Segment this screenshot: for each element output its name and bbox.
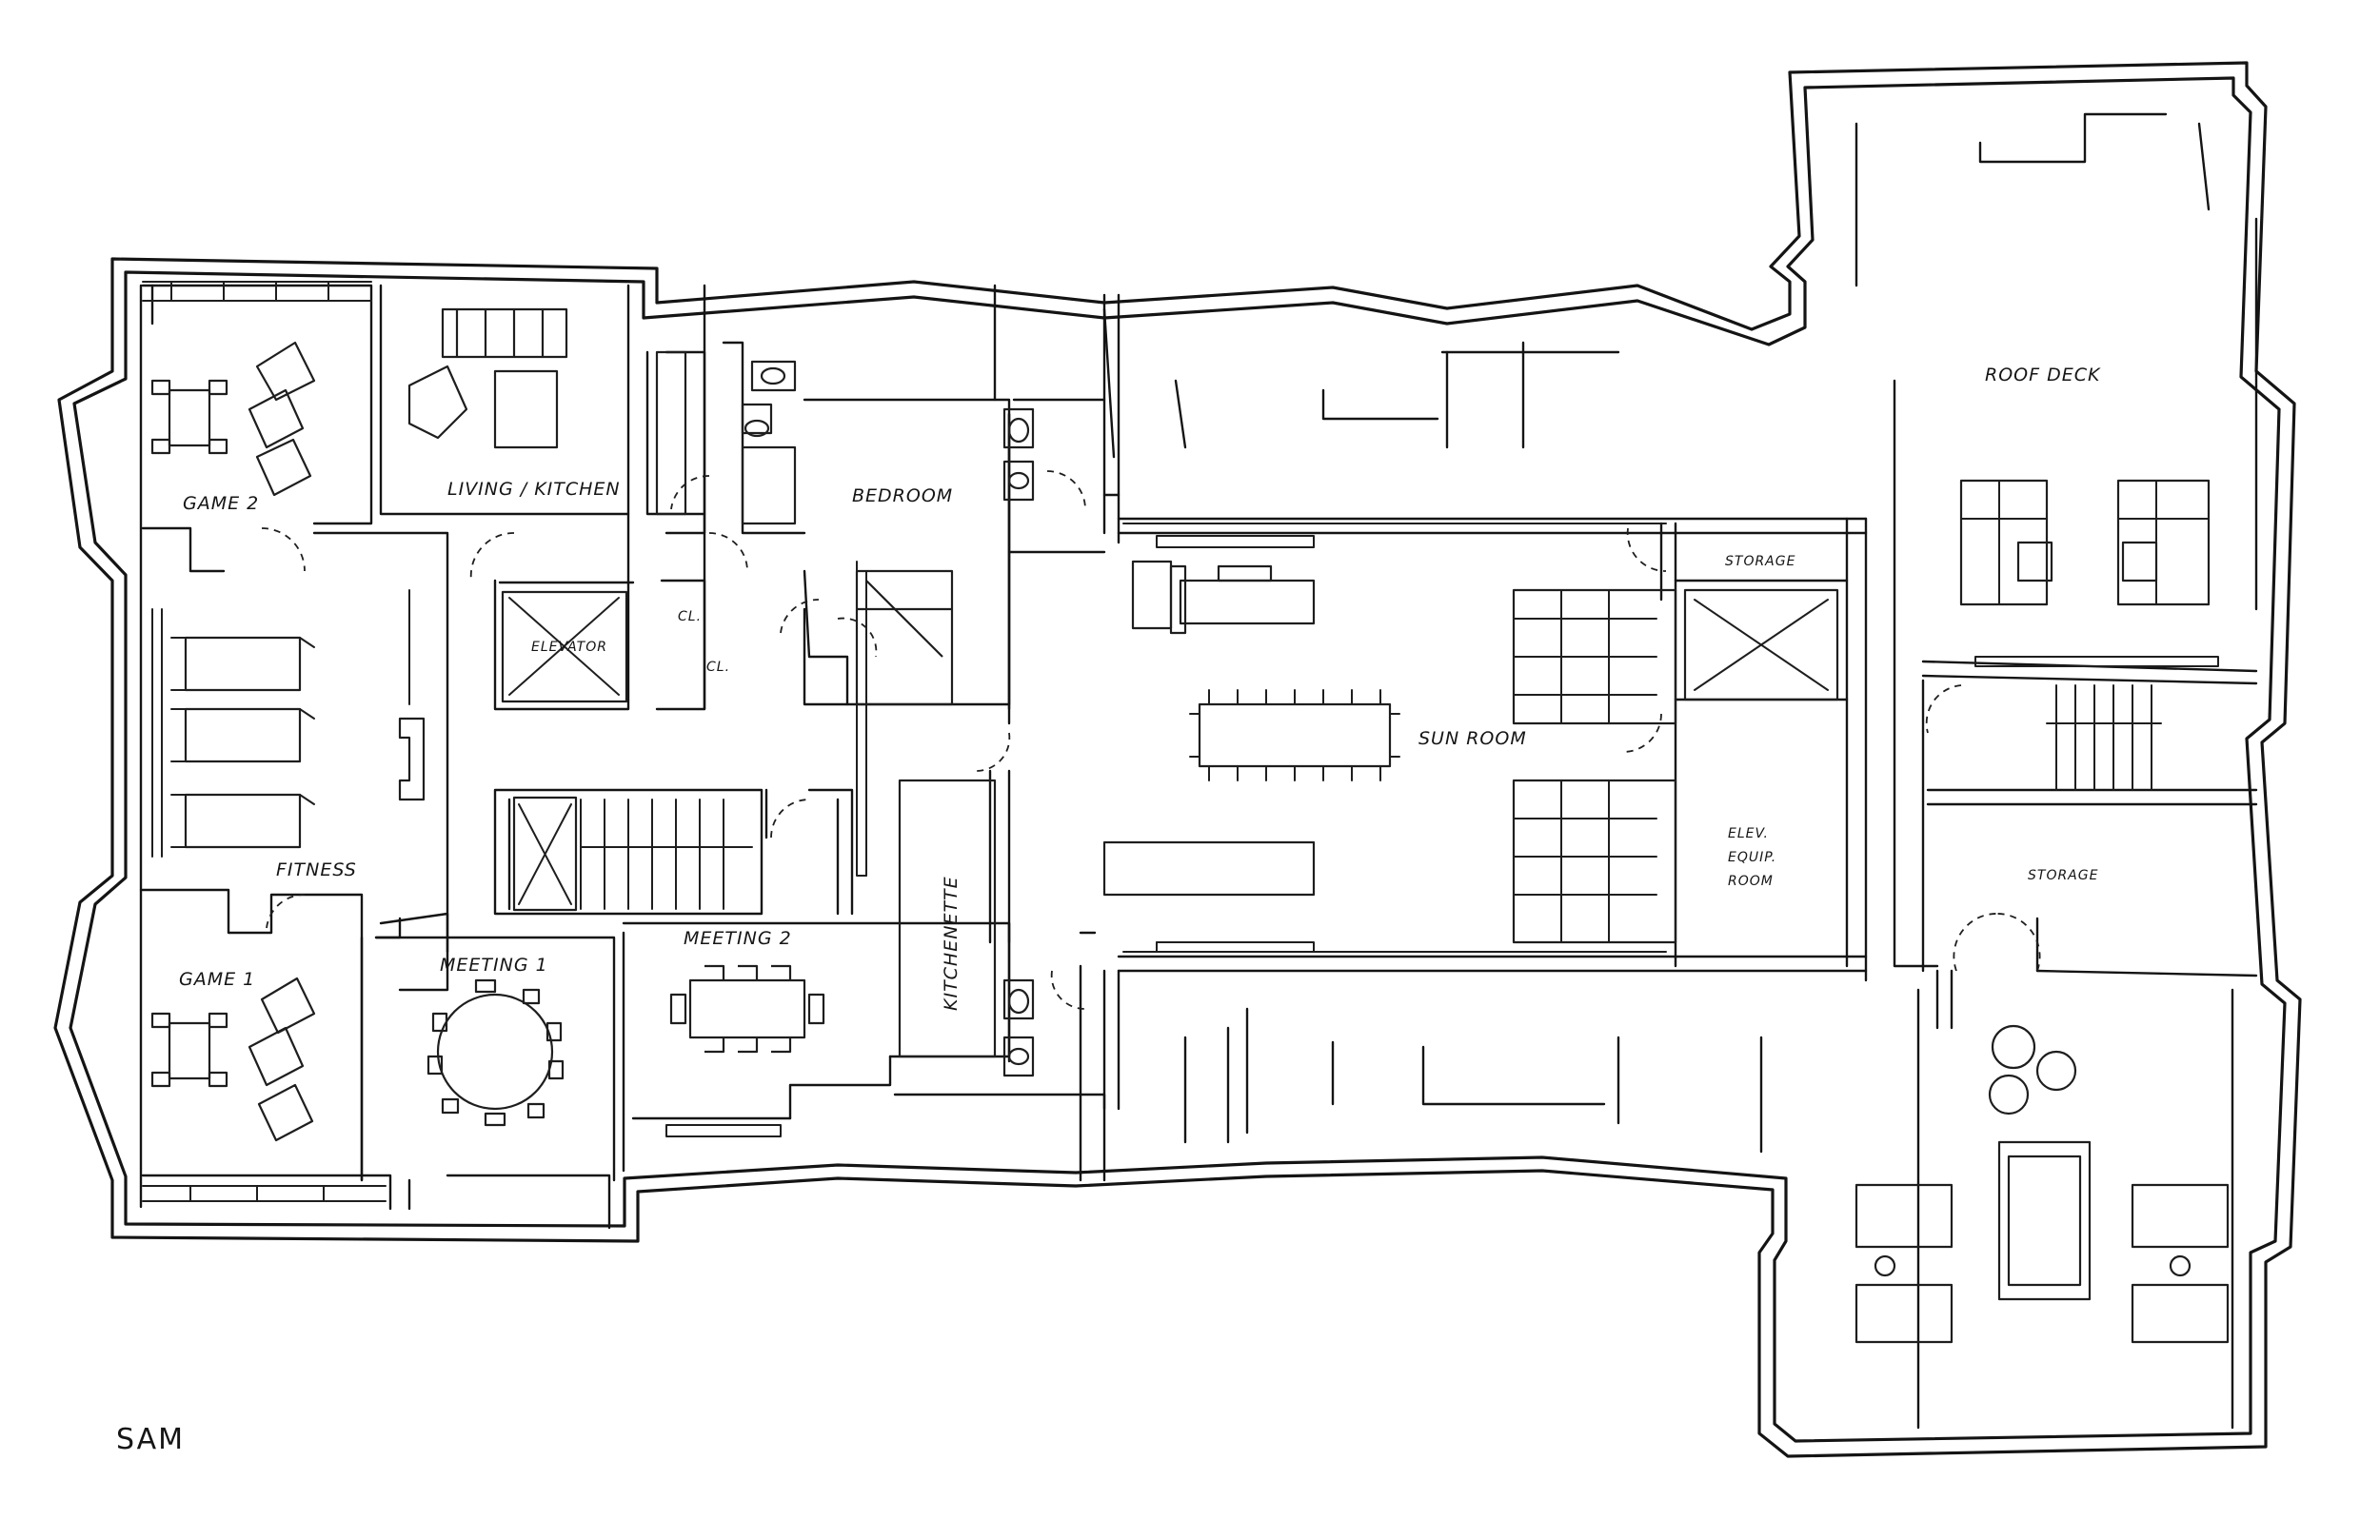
signature: SAM	[116, 1423, 185, 1456]
label-bedroom: BEDROOM	[852, 485, 953, 506]
label-roof-deck: ROOF DECK	[1985, 365, 2101, 385]
label-closet-1: CL.	[678, 609, 702, 624]
label-elev-equip-2: EQUIP.	[1728, 850, 1776, 865]
label-sun-room: SUN ROOM	[1418, 728, 1527, 749]
label-elev-equip-1: ELEV.	[1728, 826, 1769, 841]
furniture	[150, 307, 2230, 1344]
label-kitchenette: KITCHENETTE	[941, 876, 962, 1011]
label-game1: GAME 1	[179, 969, 255, 990]
door-swings	[261, 470, 2041, 1010]
label-elev-equip-3: ROOM	[1728, 874, 1774, 889]
label-storage-lower: STORAGE	[2028, 868, 2098, 883]
label-meeting1: MEETING 1	[440, 955, 548, 976]
interior-walls	[139, 112, 2258, 1430]
label-storage-upper: STORAGE	[1725, 554, 1795, 569]
label-elevator: ELEVATOR	[531, 640, 607, 655]
label-fitness: FITNESS	[276, 859, 357, 880]
label-living-kitchen: LIVING / KITCHEN	[447, 479, 621, 500]
label-closet-2: CL.	[706, 660, 730, 675]
windows	[142, 281, 2219, 1202]
label-game2: GAME 2	[183, 493, 259, 514]
room-labels: GAME 2 LIVING / KITCHEN BEDROOM CL. CL. …	[179, 365, 2101, 1011]
exterior-walls	[53, 61, 2302, 1458]
label-meeting2: MEETING 2	[684, 928, 792, 949]
